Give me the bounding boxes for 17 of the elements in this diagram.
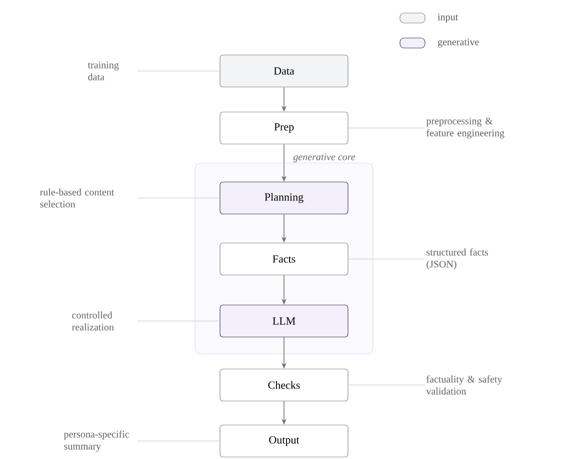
annotation-text: training data: [88, 62, 119, 80]
legend-label: input: [438, 14, 458, 22]
annotation-text: preprocessing & feature engineering: [426, 118, 504, 138]
annotation-text: controlled realization: [72, 311, 114, 331]
group-label: generative core: [293, 154, 356, 162]
annotation-text: structured facts (JSON): [426, 248, 488, 270]
process-box: Planning: [220, 182, 348, 214]
process-box: Prep: [220, 112, 348, 144]
annotation-text: persona-specific summary: [64, 430, 130, 452]
process-box: LLM: [220, 304, 348, 338]
process-box: Facts: [220, 242, 348, 276]
annotation-text: rule-based content selection: [40, 188, 114, 208]
process-box: Data: [220, 54, 348, 88]
legend-label: generative: [438, 38, 479, 48]
process-box: Checks: [220, 368, 348, 402]
annotation-text: factuality & safety validation: [426, 375, 502, 395]
process-box: Output: [220, 424, 348, 458]
